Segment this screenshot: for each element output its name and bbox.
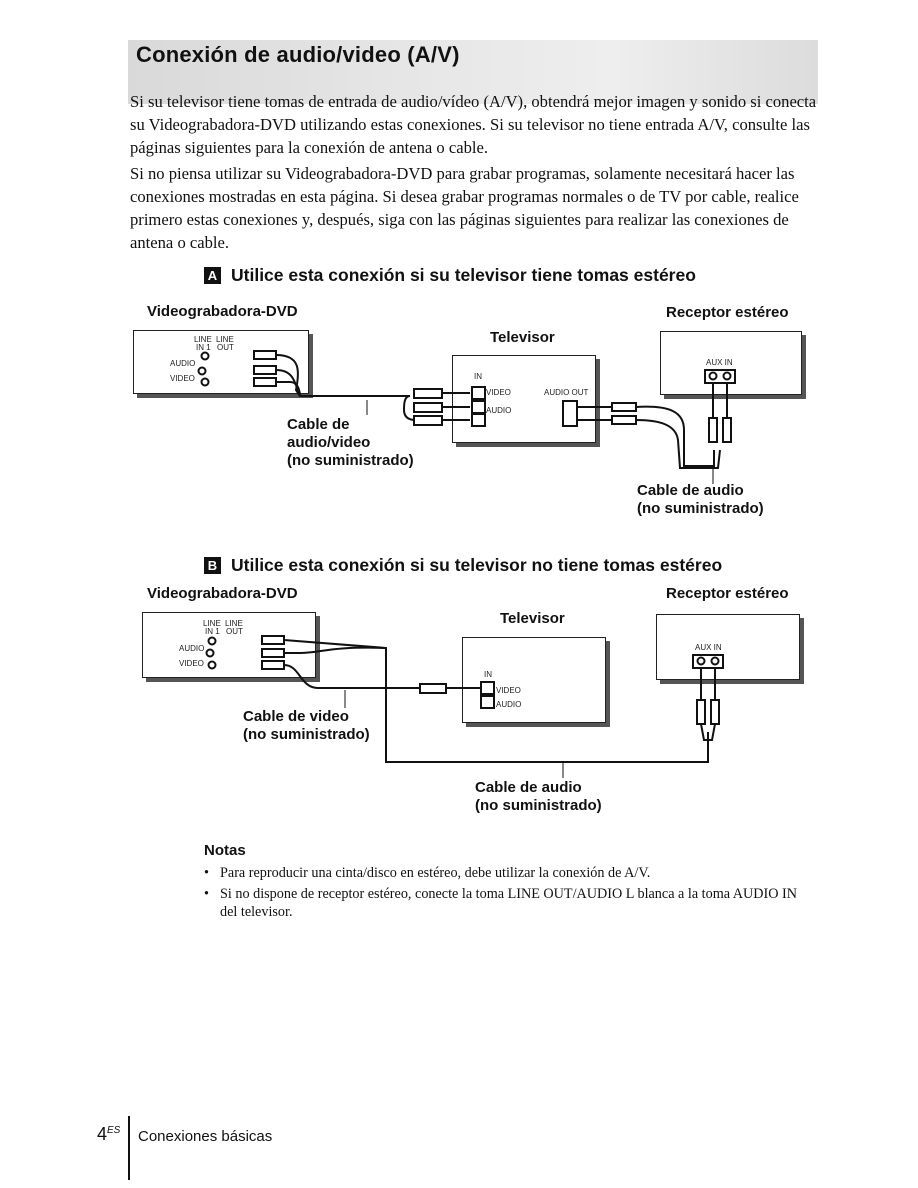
- section-b-heading-text: Utilice esta conexión si su televisor no…: [231, 555, 723, 575]
- section-a-heading: A Utilice esta conexión si su televisor …: [204, 265, 696, 286]
- title-banner: Conexión de audio/video (A/V): [128, 40, 818, 104]
- video-cable-b-path: [283, 664, 420, 689]
- av-cable-a-bundle: [402, 395, 417, 421]
- vcr-b-plug-3: [261, 660, 285, 670]
- tv-a-audio: AUDIO: [486, 406, 512, 415]
- vcr-b-plug-2: [261, 648, 285, 658]
- footer-section-title: Conexiones básicas: [138, 1128, 273, 1145]
- page-number-suffix: ES: [107, 1125, 121, 1136]
- tv-b-in: IN: [484, 670, 492, 679]
- vcr-b-line-out: LINE: [225, 619, 243, 628]
- section-b-letter: B: [204, 557, 221, 574]
- vcr-b-audio-jack-1: [207, 636, 217, 646]
- page-number-value: 4: [97, 1124, 108, 1144]
- vcr-b-audio-jack-2: [205, 648, 215, 658]
- audio-cable-b-path-2: [284, 646, 387, 654]
- vcr-a-audio-jack-2: [197, 366, 207, 376]
- section-b-receiver-label: Receptor estéreo: [666, 585, 789, 602]
- audio-cable-b-line-2: (no suministrado): [475, 797, 602, 814]
- receiver-b-plug-2: [710, 699, 720, 725]
- vcr-a-out: OUT: [217, 343, 234, 352]
- vcr-a-video-jack: [200, 377, 210, 387]
- audio-cable-a-path-1: [635, 405, 715, 467]
- note-item: Si no dispone de receptor estéreo, conec…: [204, 885, 814, 921]
- av-cable-a-3: [276, 381, 301, 397]
- vcr-b-in1: IN 1: [205, 627, 220, 636]
- av-cable-line-1: Cable de: [287, 416, 350, 433]
- section-a-av-cable-label: Cable de audio/video (no suministrado): [287, 416, 414, 470]
- tv-b-jack-video: [480, 681, 495, 695]
- av-cable-line-2: audio/video: [287, 434, 371, 451]
- notes-list: Para reproducir una cinta/disco en estér…: [204, 864, 814, 924]
- audio-cable-b-path: [283, 639, 709, 763]
- tv-a-jack-video: [471, 386, 486, 400]
- section-a-tv-label: Televisor: [490, 329, 555, 346]
- vcr-b-video: VIDEO: [179, 659, 204, 668]
- section-b-vcr-device: LINE LINE IN 1 OUT AUDIO VIDEO: [142, 612, 316, 678]
- vcr-a-line-in: LINE: [194, 335, 212, 344]
- section-b-receiver-device: AUX IN: [656, 614, 800, 680]
- tv-a-audio-out-jacks: [562, 400, 578, 427]
- audio-cable-b-line-1: Cable de audio: [475, 779, 582, 796]
- section-b-video-cable-label: Cable de video (no suministrado): [243, 708, 370, 744]
- section-b-audio-cable-label: Cable de audio (no suministrado): [475, 779, 602, 815]
- vcr-a-line-out: LINE: [216, 335, 234, 344]
- section-a-letter: A: [204, 267, 221, 284]
- vcr-a-audio: AUDIO: [170, 359, 196, 368]
- tv-a-video: VIDEO: [486, 388, 511, 397]
- receiver-b-plug-1: [696, 699, 706, 725]
- vcr-a-audio-jack-1: [200, 351, 210, 361]
- receiver-b-aux-in: AUX IN: [695, 643, 722, 652]
- vcr-b-plug-1: [261, 635, 285, 645]
- intro-paragraph-1: Si su televisor tiene tomas de entrada d…: [130, 92, 817, 157]
- video-cable-line-2: (no suministrado): [243, 726, 370, 743]
- receiver-a-aux-in: AUX IN: [706, 358, 733, 367]
- vcr-a-in1: IN 1: [196, 343, 211, 352]
- section-a-heading-text: Utilice esta conexión si su televisor ti…: [231, 265, 696, 285]
- audio-cable-a-line-1: Cable de audio: [637, 482, 744, 499]
- av-cable-a-1: [275, 354, 410, 397]
- vcr-b-video-jack: [207, 660, 217, 670]
- audio-cable-a-path-2: [635, 419, 721, 469]
- audio-cable-a-line-2: (no suministrado): [637, 500, 764, 517]
- footer-divider: [128, 1116, 130, 1180]
- note-item: Para reproducir una cinta/disco en estér…: [204, 864, 814, 882]
- page-title: Conexión de audio/video (A/V): [136, 42, 460, 67]
- intro-paragraph-2: Si no piensa utilizar su Videograbadora-…: [130, 164, 799, 252]
- section-a-vcr-label: Videograbadora-DVD: [147, 303, 298, 320]
- tv-a-audio-out: AUDIO OUT: [544, 388, 589, 397]
- tv-b-video: VIDEO: [496, 686, 521, 695]
- section-a-audio-cable-label: Cable de audio (no suministrado): [637, 482, 764, 518]
- section-a-receiver-label: Receptor estéreo: [666, 304, 789, 321]
- section-a-receiver-device: AUX IN: [660, 331, 802, 395]
- section-b-tv-label: Televisor: [500, 610, 565, 627]
- tv-b-audio: AUDIO: [496, 700, 522, 709]
- tv-b-video-plug: [419, 683, 447, 694]
- vcr-b-line-in: LINE: [203, 619, 221, 628]
- tv-a-in: IN: [474, 372, 482, 381]
- page-number: 4ES: [97, 1124, 120, 1145]
- vcr-b-audio: AUDIO: [179, 644, 205, 653]
- section-b-heading: B Utilice esta conexión si su televisor …: [204, 555, 722, 576]
- section-b-vcr-label: Videograbadora-DVD: [147, 585, 298, 602]
- tv-a-jack-audio-2: [471, 413, 486, 427]
- tv-b-jack-audio: [480, 695, 495, 709]
- section-a-vcr-device: LINE LINE IN 1 OUT AUDIO VIDEO: [133, 330, 309, 394]
- vcr-a-video: VIDEO: [170, 374, 195, 383]
- video-cable-line-1: Cable de video: [243, 708, 349, 725]
- notes-title: Notas: [204, 842, 246, 859]
- av-cable-line-3: (no suministrado): [287, 452, 414, 469]
- vcr-b-out: OUT: [226, 627, 243, 636]
